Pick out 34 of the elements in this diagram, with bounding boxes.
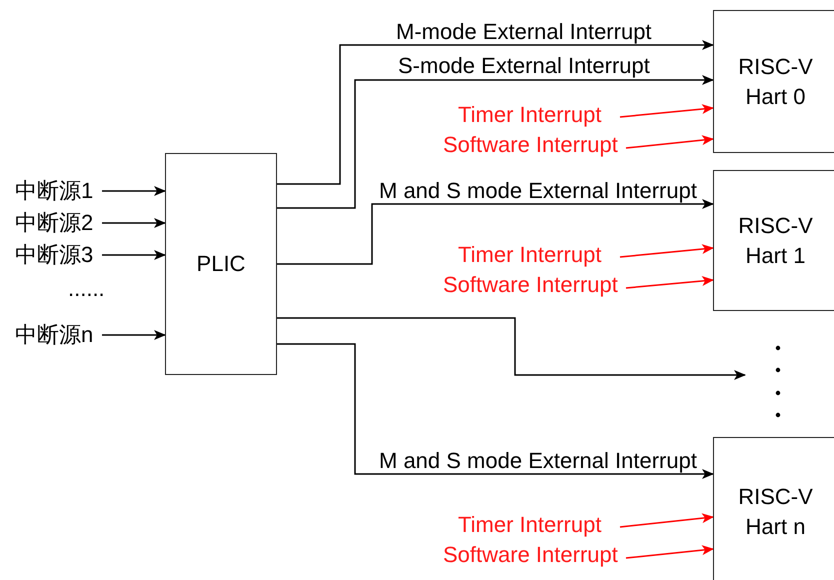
source-label: 中断源1 bbox=[15, 179, 102, 203]
edge-label: S-mode External Interrupt bbox=[397, 54, 651, 78]
arrow bbox=[620, 244, 714, 258]
interrupt-label: Timer Interrupt bbox=[458, 243, 620, 267]
ellipsis-label: ...... bbox=[68, 277, 105, 301]
edge-label: M and S mode External Interrupt bbox=[378, 179, 698, 203]
arrow bbox=[626, 545, 714, 559]
interrupt-label: Timer Interrupt bbox=[458, 513, 620, 537]
interrupt-label: Software Interrupt bbox=[443, 133, 626, 157]
arrow bbox=[620, 104, 714, 118]
source-label: 中断源n bbox=[15, 323, 102, 347]
arrow bbox=[277, 40, 714, 185]
process-box: RISC-V Hart 1 bbox=[713, 170, 834, 311]
interrupt-label: Software Interrupt bbox=[443, 543, 626, 567]
arrow bbox=[277, 343, 714, 479]
arrow bbox=[277, 75, 714, 209]
edge-label: M and S mode External Interrupt bbox=[378, 449, 698, 473]
process-box: RISC-V Hart n bbox=[713, 437, 834, 580]
edge-label: M-mode External Interrupt bbox=[395, 20, 653, 44]
arrow bbox=[102, 186, 166, 196]
arrow bbox=[277, 199, 714, 265]
process-box: RISC-V Hart 0 bbox=[713, 10, 834, 153]
arrow bbox=[102, 330, 166, 340]
arrow bbox=[626, 135, 714, 149]
source-label: 中断源3 bbox=[15, 243, 102, 267]
interrupt-label: Timer Interrupt bbox=[458, 103, 620, 127]
arrow bbox=[277, 317, 746, 380]
interrupt-label: Software Interrupt bbox=[443, 273, 626, 297]
arrow bbox=[626, 276, 714, 289]
arrow bbox=[102, 250, 166, 260]
arrow bbox=[102, 218, 166, 228]
source-label: 中断源2 bbox=[15, 211, 102, 235]
arrow bbox=[620, 513, 714, 528]
process-box: PLIC bbox=[165, 153, 277, 375]
